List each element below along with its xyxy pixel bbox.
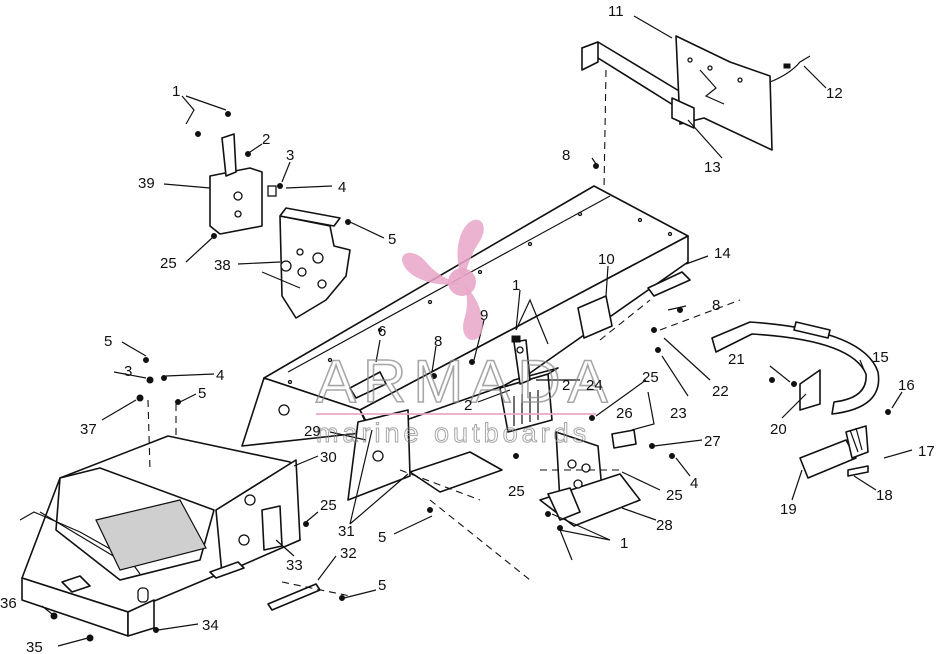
callout-label: 25 — [320, 497, 337, 514]
rear-flap-plate — [675, 35, 773, 151]
callout-label: 20 — [770, 421, 787, 438]
mount-plate-39 — [209, 167, 263, 235]
callout-label: 24 — [586, 377, 603, 394]
callout-label: 23 — [670, 405, 687, 422]
propeller-blade-top — [457, 219, 484, 280]
tunnel-access-cutout — [577, 295, 613, 339]
callout-label: 37 — [80, 421, 97, 438]
drop-link-assembly — [799, 425, 869, 479]
propeller-logo — [402, 219, 484, 340]
callout-label: 5 — [378, 577, 386, 594]
watermark-tagline: marine outboards — [316, 418, 590, 448]
callout-label: 22 — [712, 383, 729, 400]
callout-label: 26 — [616, 405, 633, 422]
callout-label: 5 — [388, 231, 396, 248]
front-frame-tab — [61, 575, 91, 593]
callout-label: 30 — [320, 449, 337, 466]
callout-label: 4 — [338, 179, 346, 196]
front-frame-shadow — [95, 499, 207, 571]
bracket-26 — [611, 429, 637, 449]
center-bracket-assembly — [499, 335, 559, 433]
callout-label: 13 — [704, 159, 721, 176]
callout-label: 2 — [562, 377, 570, 394]
callout-label: 21 — [728, 351, 745, 368]
callout-label: 1 — [512, 277, 520, 294]
callout-label: 10 — [598, 251, 615, 268]
tunnel-rear-slot — [647, 271, 691, 297]
callout-label: 3 — [124, 363, 132, 380]
callout-label: 8 — [562, 147, 570, 164]
gusset-assembly — [347, 409, 503, 501]
callout-label: 5 — [378, 529, 386, 546]
link-rod — [847, 465, 869, 477]
callout-label: 29 — [304, 423, 321, 440]
front-frame-footrail — [209, 561, 245, 579]
callout-label: 6 — [378, 323, 386, 340]
bumper-assembly — [711, 321, 880, 415]
callout-label: 4 — [216, 367, 224, 384]
callout-label: 8 — [712, 297, 720, 314]
front-frame-assembly — [19, 435, 321, 637]
callout-label: 32 — [340, 545, 357, 562]
callout-label: 34 — [202, 617, 219, 634]
callout-label: 9 — [480, 307, 488, 324]
callout-label: 14 — [714, 245, 731, 262]
rear-flap-assembly — [581, 35, 811, 151]
watermark-brand: ARMADA — [316, 348, 615, 415]
callout-labels: 1 2 3 4 5 39 25 38 1 2 3 4 5 5 37 30 25 … — [0, 3, 935, 654]
bumper-clip — [793, 321, 831, 339]
hardware — [50, 111, 891, 642]
callout-label: 25 — [160, 255, 177, 272]
callout-label: 25 — [508, 483, 525, 500]
mount-plate-38 — [279, 215, 351, 319]
callout-label: 33 — [286, 557, 303, 574]
callout-label: 2 — [262, 131, 270, 148]
callout-label: 2 — [464, 397, 472, 414]
callout-label: 18 — [876, 487, 893, 504]
assembly-lines — [147, 69, 741, 597]
callout-label: 8 — [434, 333, 442, 350]
callout-label: 12 — [826, 85, 843, 102]
callout-label: 5 — [104, 333, 112, 350]
upper-bracket-assembly — [209, 133, 351, 319]
callout-label: 17 — [918, 443, 935, 460]
callout-label: 11 — [608, 3, 624, 20]
callout-label: 27 — [704, 433, 721, 450]
callout-label: 39 — [138, 175, 155, 192]
callout-label: 28 — [656, 517, 673, 534]
callout-label: 3 — [286, 147, 294, 164]
propeller-blade-left — [402, 252, 460, 285]
callout-label: 38 — [214, 257, 231, 274]
callout-label: 1 — [620, 535, 628, 552]
callout-label: 31 — [338, 523, 355, 540]
armada-watermark: ARMADA marine outboards — [315, 219, 615, 449]
callout-label: 35 — [26, 639, 43, 654]
callout-label: 25 — [642, 369, 659, 386]
footrest-assembly — [539, 429, 641, 527]
callout-label: 36 — [0, 595, 17, 612]
gusset-bar — [409, 451, 503, 493]
link-body — [799, 439, 857, 479]
rear-crossmember-end — [581, 41, 599, 71]
tunnel-assembly — [241, 185, 691, 447]
mount-arm — [221, 133, 237, 177]
callout-label: 1 — [172, 83, 180, 100]
bumper-bracket-20 — [799, 369, 821, 411]
propeller-blade-right — [463, 284, 483, 340]
tunnel-vent-cutout — [349, 371, 387, 399]
bumper-loop — [711, 321, 880, 415]
callout-label: 19 — [780, 501, 797, 518]
footrest-bracket — [547, 487, 581, 521]
callout-label: 16 — [898, 377, 915, 394]
mount-plate-38-flange — [279, 207, 341, 227]
callout-label: 25 — [666, 487, 683, 504]
callout-label: 5 — [198, 385, 206, 402]
callout-label: 4 — [690, 475, 698, 492]
callout-label: 15 — [872, 349, 889, 366]
